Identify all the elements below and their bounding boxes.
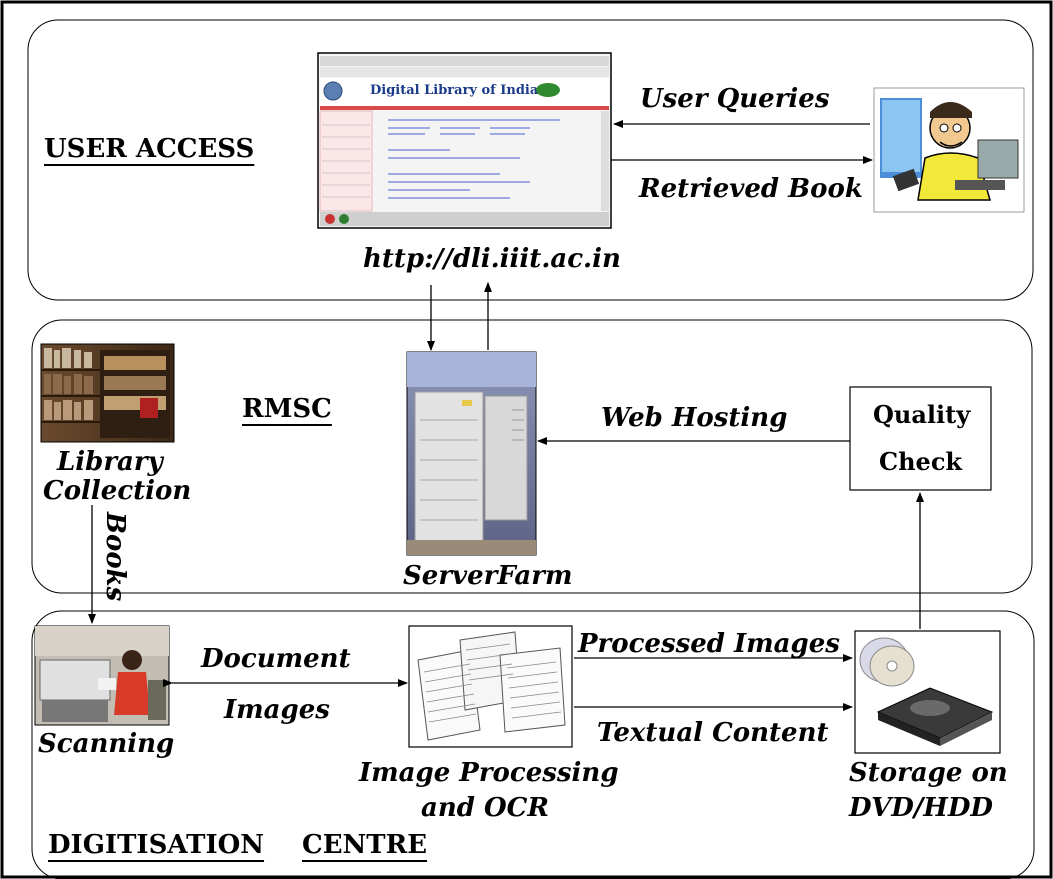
url-label: http://dli.iiit.ac.in [363,244,621,274]
textual-content-label: Textual Content [597,718,829,748]
images-label: Images [224,695,330,725]
ocr-label-line1: Image Processing [359,758,619,788]
user-access-panel [27,19,1034,301]
server-farm-label: ServerFarm [403,561,573,591]
library-label-line2: Collection [43,476,192,506]
user-access-title: USER ACCESS [44,134,255,164]
user-at-computer-icon [873,87,1025,213]
quality-label-line1: Quality [873,400,971,429]
browser-title-text: Digital Library of India [370,83,539,98]
document-label: Document [201,644,351,674]
scanning-operator-icon [34,625,170,726]
browser-screenshot-icon: Digital Library of India [317,52,612,229]
server-farm-icon [406,351,537,556]
storage-label-line1: Storage on [849,758,1008,788]
library-shelves-icon [40,343,175,443]
storage-label-line2: DVD/HDD [849,793,993,823]
centre-title: CENTRE [302,830,428,860]
quality-label-line2: Check [879,447,963,476]
quality-check-box [849,386,992,491]
document-pages-icon [408,625,573,748]
storage-dvd-hdd-icon [854,630,1001,754]
digitisation-title: DIGITISATION [48,830,265,860]
books-label: Books [100,512,130,602]
library-label-line1: Library [57,447,163,477]
user-queries-label: User Queries [640,84,830,114]
scanning-label: Scanning [38,729,175,759]
processed-images-label: Processed Images [578,629,840,659]
ocr-label-line2: and OCR [421,793,549,823]
digitisation-panel [31,610,1035,879]
retrieved-book-label: Retrieved Book [639,174,863,204]
rmsc-title: RMSC [242,394,332,424]
rmsc-panel [31,319,1033,594]
web-hosting-label: Web Hosting [601,403,788,433]
